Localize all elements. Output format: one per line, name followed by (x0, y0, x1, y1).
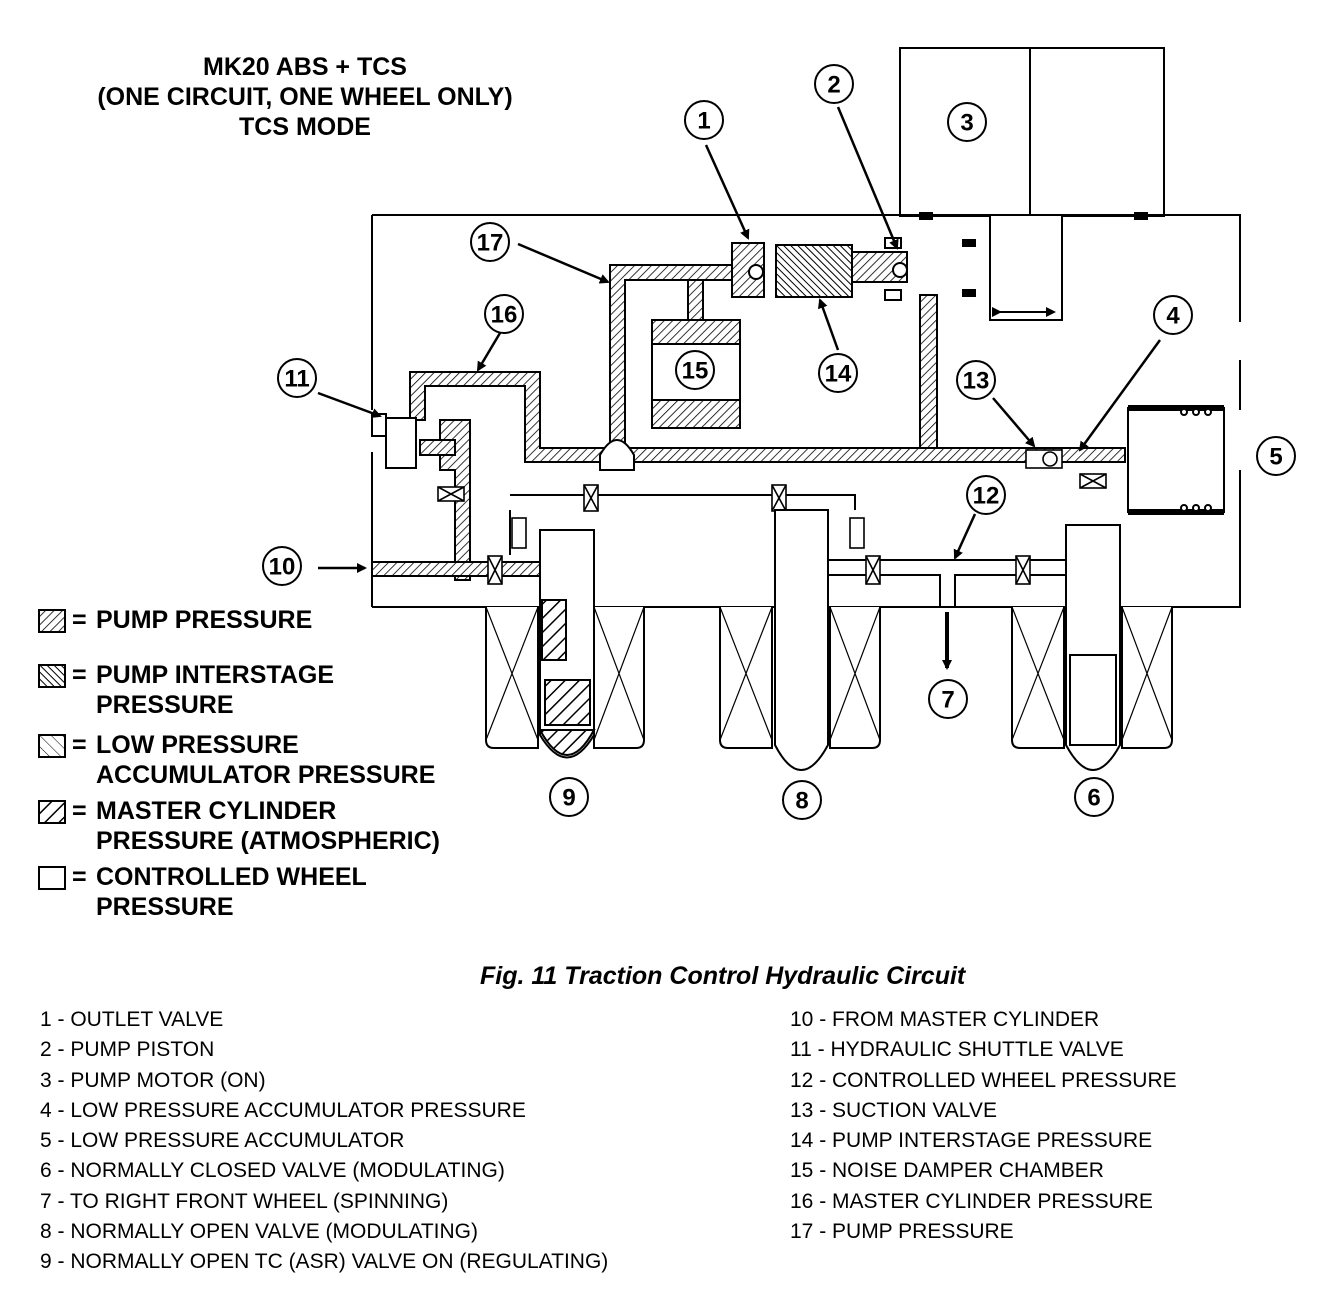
callout-4-label: 4 (1166, 303, 1180, 330)
leader-lines (317, 106, 1162, 573)
key-item: 1 - OUTLET VALVE (40, 1008, 224, 1031)
check-valves (437, 449, 1107, 585)
figure-caption: Fig. 11 Traction Control Hydraulic Circu… (480, 962, 966, 990)
key-item: 14 - PUMP INTERSTAGE PRESSURE (790, 1129, 1153, 1153)
key-item: 7 - TO RIGHT FRONT WHEEL (SPINNING) (40, 1189, 449, 1213)
callout-12-label: 12 (973, 483, 1000, 510)
key-item: 6 - NORMALLY CLOSED VALVE (MODULATING) (40, 1159, 505, 1183)
pump-assembly (731, 237, 908, 301)
callout-9-label: 9 (562, 785, 575, 812)
legend-label: CONTROLLED WHEEL (96, 863, 367, 891)
pump-pressure-passages (609, 264, 938, 461)
callout-10-label: 10 (269, 554, 296, 581)
callout-1 (684, 100, 724, 140)
callout-12 (966, 475, 1006, 515)
pump-pressure-swatch-icon (38, 609, 66, 633)
legend-label: PUMP INTERSTAGE (96, 661, 334, 689)
callout-3-label: 3 (960, 110, 973, 137)
controlled-wheel-swatch-icon (38, 866, 66, 890)
diagram-header: MK20 ABS + TCS (ONE CIRCUIT, ONE WHEEL O… (40, 52, 570, 142)
key-item: 2 - PUMP PISTON (40, 1038, 215, 1062)
header-line-1: MK20 ABS + TCS (203, 53, 407, 81)
callout-3 (947, 102, 987, 142)
callout-10 (262, 546, 302, 586)
callout-17 (470, 222, 510, 262)
callout-16 (484, 294, 524, 334)
callout-14 (818, 353, 858, 393)
legend-label: PUMP PRESSURE (96, 606, 313, 634)
key-item: 9 - NORMALLY OPEN TC (ASR) VALVE ON (REG… (40, 1250, 609, 1274)
shuttle-valve (371, 413, 417, 469)
legend-label-2: PRESSURE (96, 691, 234, 719)
callout-15 (675, 350, 715, 390)
callout-2-label: 2 (827, 72, 840, 99)
callout-5-label: 5 (1269, 444, 1282, 471)
key-item: 16 - MASTER CYLINDER PRESSURE (790, 1189, 1153, 1213)
callout-11 (277, 358, 317, 398)
callout-7 (928, 679, 968, 719)
legend-label-2: ACCUMULATOR PRESSURE (96, 761, 436, 789)
callout-6-label: 6 (1087, 785, 1100, 812)
key-item: 12 - CONTROLLED WHEEL PRESSURE (790, 1068, 1177, 1092)
key-list-right: 10 - FROM MASTER CYLINDER 11 - HYDRAULIC… (790, 1005, 1177, 1247)
key-item: 8 - NORMALLY OPEN VALVE (MODULATING) (40, 1220, 478, 1244)
callout-13 (956, 360, 996, 400)
callout-16-label: 16 (491, 302, 518, 329)
legend-label: MASTER CYLINDER (96, 797, 337, 825)
callout-17-label: 17 (477, 230, 504, 257)
callout-1-label: 1 (697, 108, 710, 135)
pump-interstage-swatch-icon (38, 664, 66, 688)
callout-14-label: 14 (825, 361, 852, 388)
header-line-3: TCS MODE (239, 113, 371, 141)
key-item: 17 - PUMP PRESSURE (790, 1220, 1014, 1244)
pump-motor (899, 47, 1165, 217)
legend-label-2: PRESSURE (96, 893, 234, 921)
master-cylinder-passages (371, 371, 1126, 581)
legend-label: LOW PRESSURE (96, 731, 299, 759)
callout-15-label: 15 (682, 358, 709, 385)
callouts (262, 64, 1296, 820)
key-item: 10 - FROM MASTER CYLINDER (790, 1008, 1100, 1031)
callout-7-label: 7 (941, 687, 954, 714)
low-pressure-swatch-icon (38, 734, 66, 758)
callout-5 (1256, 436, 1296, 476)
key-item: 5 - LOW PRESSURE ACCUMULATOR (40, 1129, 405, 1153)
key-item: 11 - HYDRAULIC SHUTTLE VALVE (790, 1038, 1124, 1062)
low-pressure-accumulator (1127, 405, 1225, 515)
master-cylinder-swatch-icon (38, 800, 66, 824)
legend-label-2: PRESSURE (ATMOSPHERIC) (96, 827, 441, 855)
callout-8-label: 8 (795, 788, 808, 815)
callout-4 (1153, 295, 1193, 335)
header-line-2: (ONE CIRCUIT, ONE WHEEL ONLY) (97, 83, 513, 111)
key-item: 4 - LOW PRESSURE ACCUMULATOR PRESSURE (40, 1098, 526, 1122)
callout-13-label: 13 (963, 368, 990, 395)
callout-2 (814, 64, 854, 104)
key-item: 15 - NOISE DAMPER CHAMBER (790, 1159, 1104, 1183)
callout-6 (1074, 777, 1114, 817)
callout-8 (782, 780, 822, 820)
key-list-left: 1 - OUTLET VALVE 2 - PUMP PISTON 3 - PUM… (40, 1005, 608, 1278)
callout-11-label: 11 (284, 366, 309, 393)
valve-coils (485, 509, 1173, 771)
callout-9 (549, 777, 589, 817)
key-item: 13 - SUCTION VALVE (790, 1098, 997, 1122)
key-item: 3 - PUMP MOTOR (ON) (40, 1068, 266, 1092)
